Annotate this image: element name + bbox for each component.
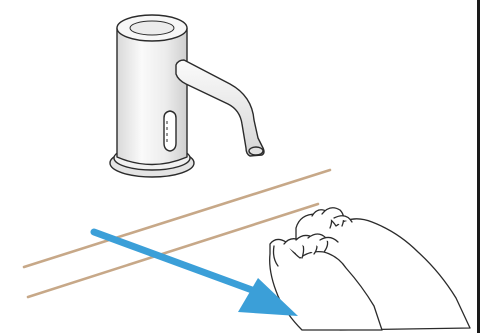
arrow-icon (94, 232, 298, 316)
dispenser-icon (110, 15, 264, 177)
cupped-hands-icon (270, 208, 470, 330)
sensor-window (164, 111, 176, 151)
arrow-shaft (94, 232, 252, 290)
dispenser-spout (176, 60, 264, 156)
